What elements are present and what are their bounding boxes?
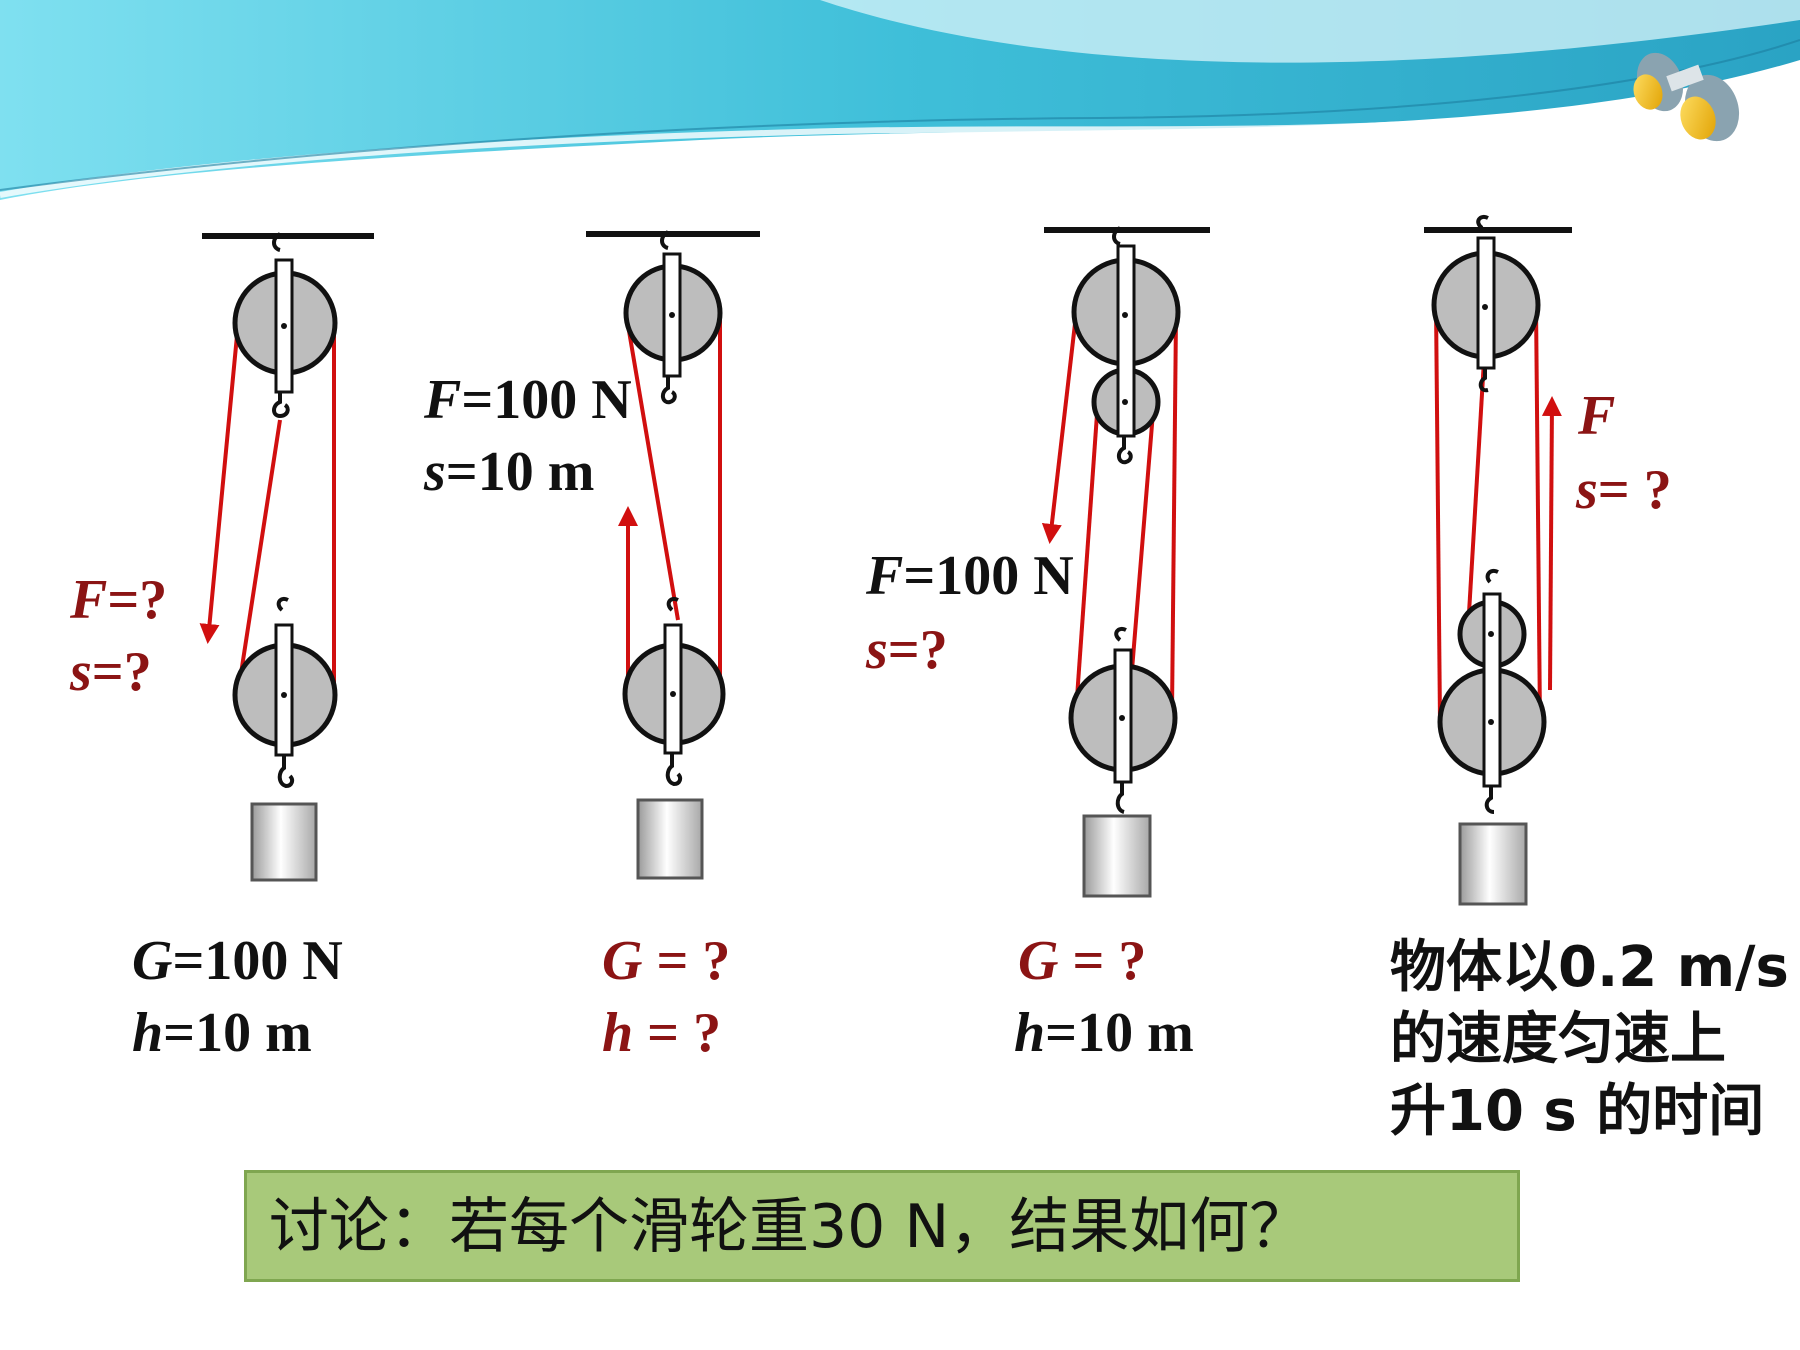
rope <box>199 324 240 644</box>
fig1-distance-label: s=? <box>70 641 152 703</box>
header-wave-band <box>0 0 1800 200</box>
rope <box>1041 314 1078 544</box>
binoculars-icon <box>1633 52 1740 142</box>
rope <box>1534 304 1542 723</box>
fig3-distance-label: s=? <box>866 619 948 681</box>
fig3-weight-label: G = ? <box>1018 930 1147 992</box>
discussion-box: 讨论：若每个滑轮重30 N，结果如何？ <box>244 1170 1520 1282</box>
rope <box>1434 304 1442 723</box>
figure-1-pulley-system <box>199 232 374 882</box>
figure-4-pulley-system <box>1424 215 1572 906</box>
discussion-question: 讨论：若每个滑轮重30 N，结果如何？ <box>269 1192 1310 1262</box>
pulley-axle-frame <box>1116 244 1136 438</box>
fig1-height-label: h=10 m <box>132 1002 312 1064</box>
weight-block <box>636 798 704 880</box>
fig2-weight-label: G = ? <box>602 930 731 992</box>
fig4-condition-line-3: 升10 s 的时间 <box>1390 1079 1765 1144</box>
rope <box>626 324 680 621</box>
fig3-height-label: h=10 m <box>1014 1002 1194 1064</box>
fig1-force-label: F=? <box>70 569 168 631</box>
fig2-height-label: h = ? <box>602 1002 722 1064</box>
fig2-force-label: F=100 N <box>424 369 632 431</box>
fig4-force-label: F <box>1578 385 1616 447</box>
weight-block <box>250 802 318 882</box>
figure-2-pulley-system <box>586 230 760 880</box>
rope <box>1541 396 1562 691</box>
fig1-weight-label: G=100 N <box>132 930 343 992</box>
pulley-axle-frame <box>1476 236 1496 370</box>
rope <box>1466 359 1486 631</box>
fig4-condition-line-1: 物体以0.2 m/s <box>1390 935 1789 1000</box>
pulley-axle-frame <box>663 623 683 755</box>
rope <box>1170 314 1178 713</box>
fig4-condition-line-2: 的速度匀速上 <box>1390 1007 1726 1072</box>
fig3-force-label: F=100 N <box>866 545 1074 607</box>
weight-block <box>1458 822 1528 906</box>
rope <box>1130 399 1156 671</box>
rope <box>238 419 282 681</box>
fig4-distance-label: s= ? <box>1576 459 1672 521</box>
figure-3-pulley-system <box>1041 226 1210 898</box>
weight-block <box>1082 814 1152 898</box>
pulley-axle-frame <box>1482 592 1502 788</box>
fig2-distance-label: s=10 m <box>424 441 595 503</box>
pulley-axle-frame <box>274 623 294 757</box>
rope <box>1074 399 1100 713</box>
